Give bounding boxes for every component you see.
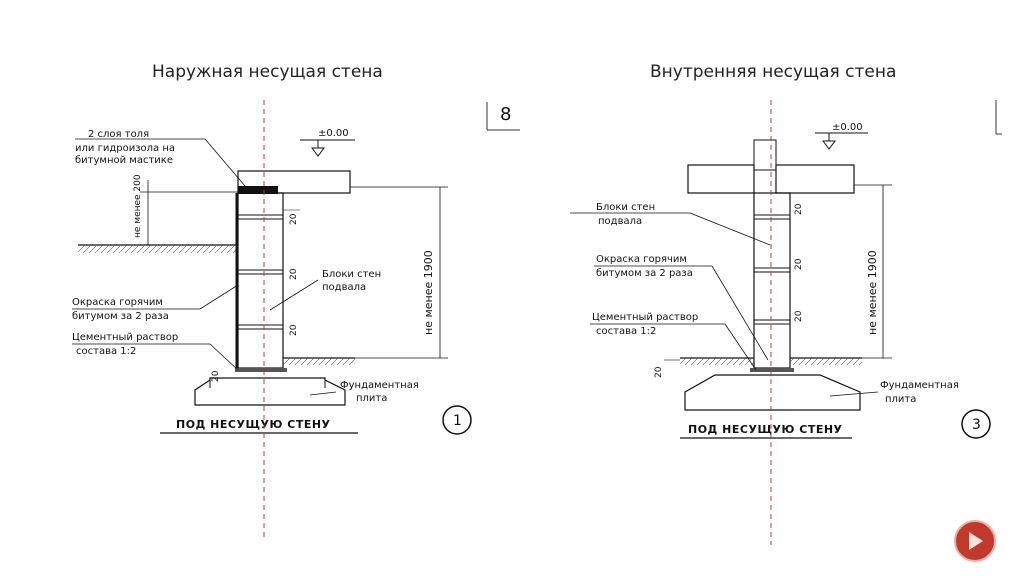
label-paint-right-2: битумом за 2 раза (596, 268, 693, 279)
label-waterproof-3: битумной мастике (75, 155, 173, 166)
title-outer-wall: Наружная несущая стена (152, 62, 383, 82)
label-paint-left-2: битумом за 2 раза (72, 311, 169, 322)
label-mortar-right-1: Цементный раствор (592, 312, 698, 323)
label-blocks-right-1: Блоки стен (596, 202, 655, 213)
dim-20-a: 20 (289, 213, 299, 225)
title-inner-wall: Внутренняя несущая стена (650, 62, 897, 82)
dim-min-200: не менее 200 (133, 174, 143, 238)
dim-20-right-b: 20 (794, 258, 804, 270)
next-slide-button[interactable] (954, 520, 996, 562)
label-paint-left-1: Окраска горячим (72, 297, 163, 308)
dim-min-1900-left: не менее 1900 (422, 250, 435, 335)
label-mortar-left-2: состава 1:2 (76, 346, 136, 357)
page-mark: 8 (486, 100, 1002, 135)
drawing-number-left: 1 (453, 413, 462, 429)
dim-20-c: 20 (289, 324, 299, 336)
level-mark-right: ±0.00 (832, 122, 863, 133)
drawing-inner-wall: ±0.00 Блоки стен подвала Окраска горячим… (570, 100, 991, 545)
drawing-number-right: 3 (972, 417, 981, 433)
label-blocks-left-2: подвала (322, 282, 366, 293)
label-slab-left-1: Фундаментная (340, 380, 419, 391)
label-mortar-right-2: состава 1:2 (596, 326, 656, 337)
label-paint-right-1: Окраска горячим (596, 254, 687, 265)
label-slab-right-2: плита (885, 394, 916, 405)
label-slab-left-2: плита (356, 393, 387, 404)
label-mortar-left-1: Цементный раствор (72, 332, 178, 343)
label-waterproof-1: 2 слоя толя (88, 129, 149, 140)
page-mark-number: 8 (500, 104, 511, 125)
label-blocks-right-2: подвала (598, 216, 642, 227)
drawing-outer-wall: ±0.00 2 слоя толя или гидроизола на биту… (72, 100, 472, 540)
label-blocks-left-1: Блоки стен (322, 269, 381, 280)
label-waterproof-2: или гидроизола на (75, 143, 175, 154)
play-icon (969, 532, 983, 550)
dim-min-1900-right: не менее 1900 (866, 250, 879, 335)
caption-right: ПОД НЕСУЩУЮ СТЕНУ (688, 423, 843, 436)
caption-left: ПОД НЕСУЩУЮ СТЕНУ (176, 418, 331, 431)
label-slab-right-1: Фундаментная (880, 380, 959, 391)
dim-20-right-d: 20 (654, 366, 664, 378)
dim-20-d: 20 (211, 370, 221, 382)
dim-20-right-c: 20 (794, 310, 804, 322)
dim-20-right-a: 20 (794, 203, 804, 215)
dim-20-b: 20 (289, 268, 299, 280)
level-mark-left: ±0.00 (318, 128, 349, 139)
